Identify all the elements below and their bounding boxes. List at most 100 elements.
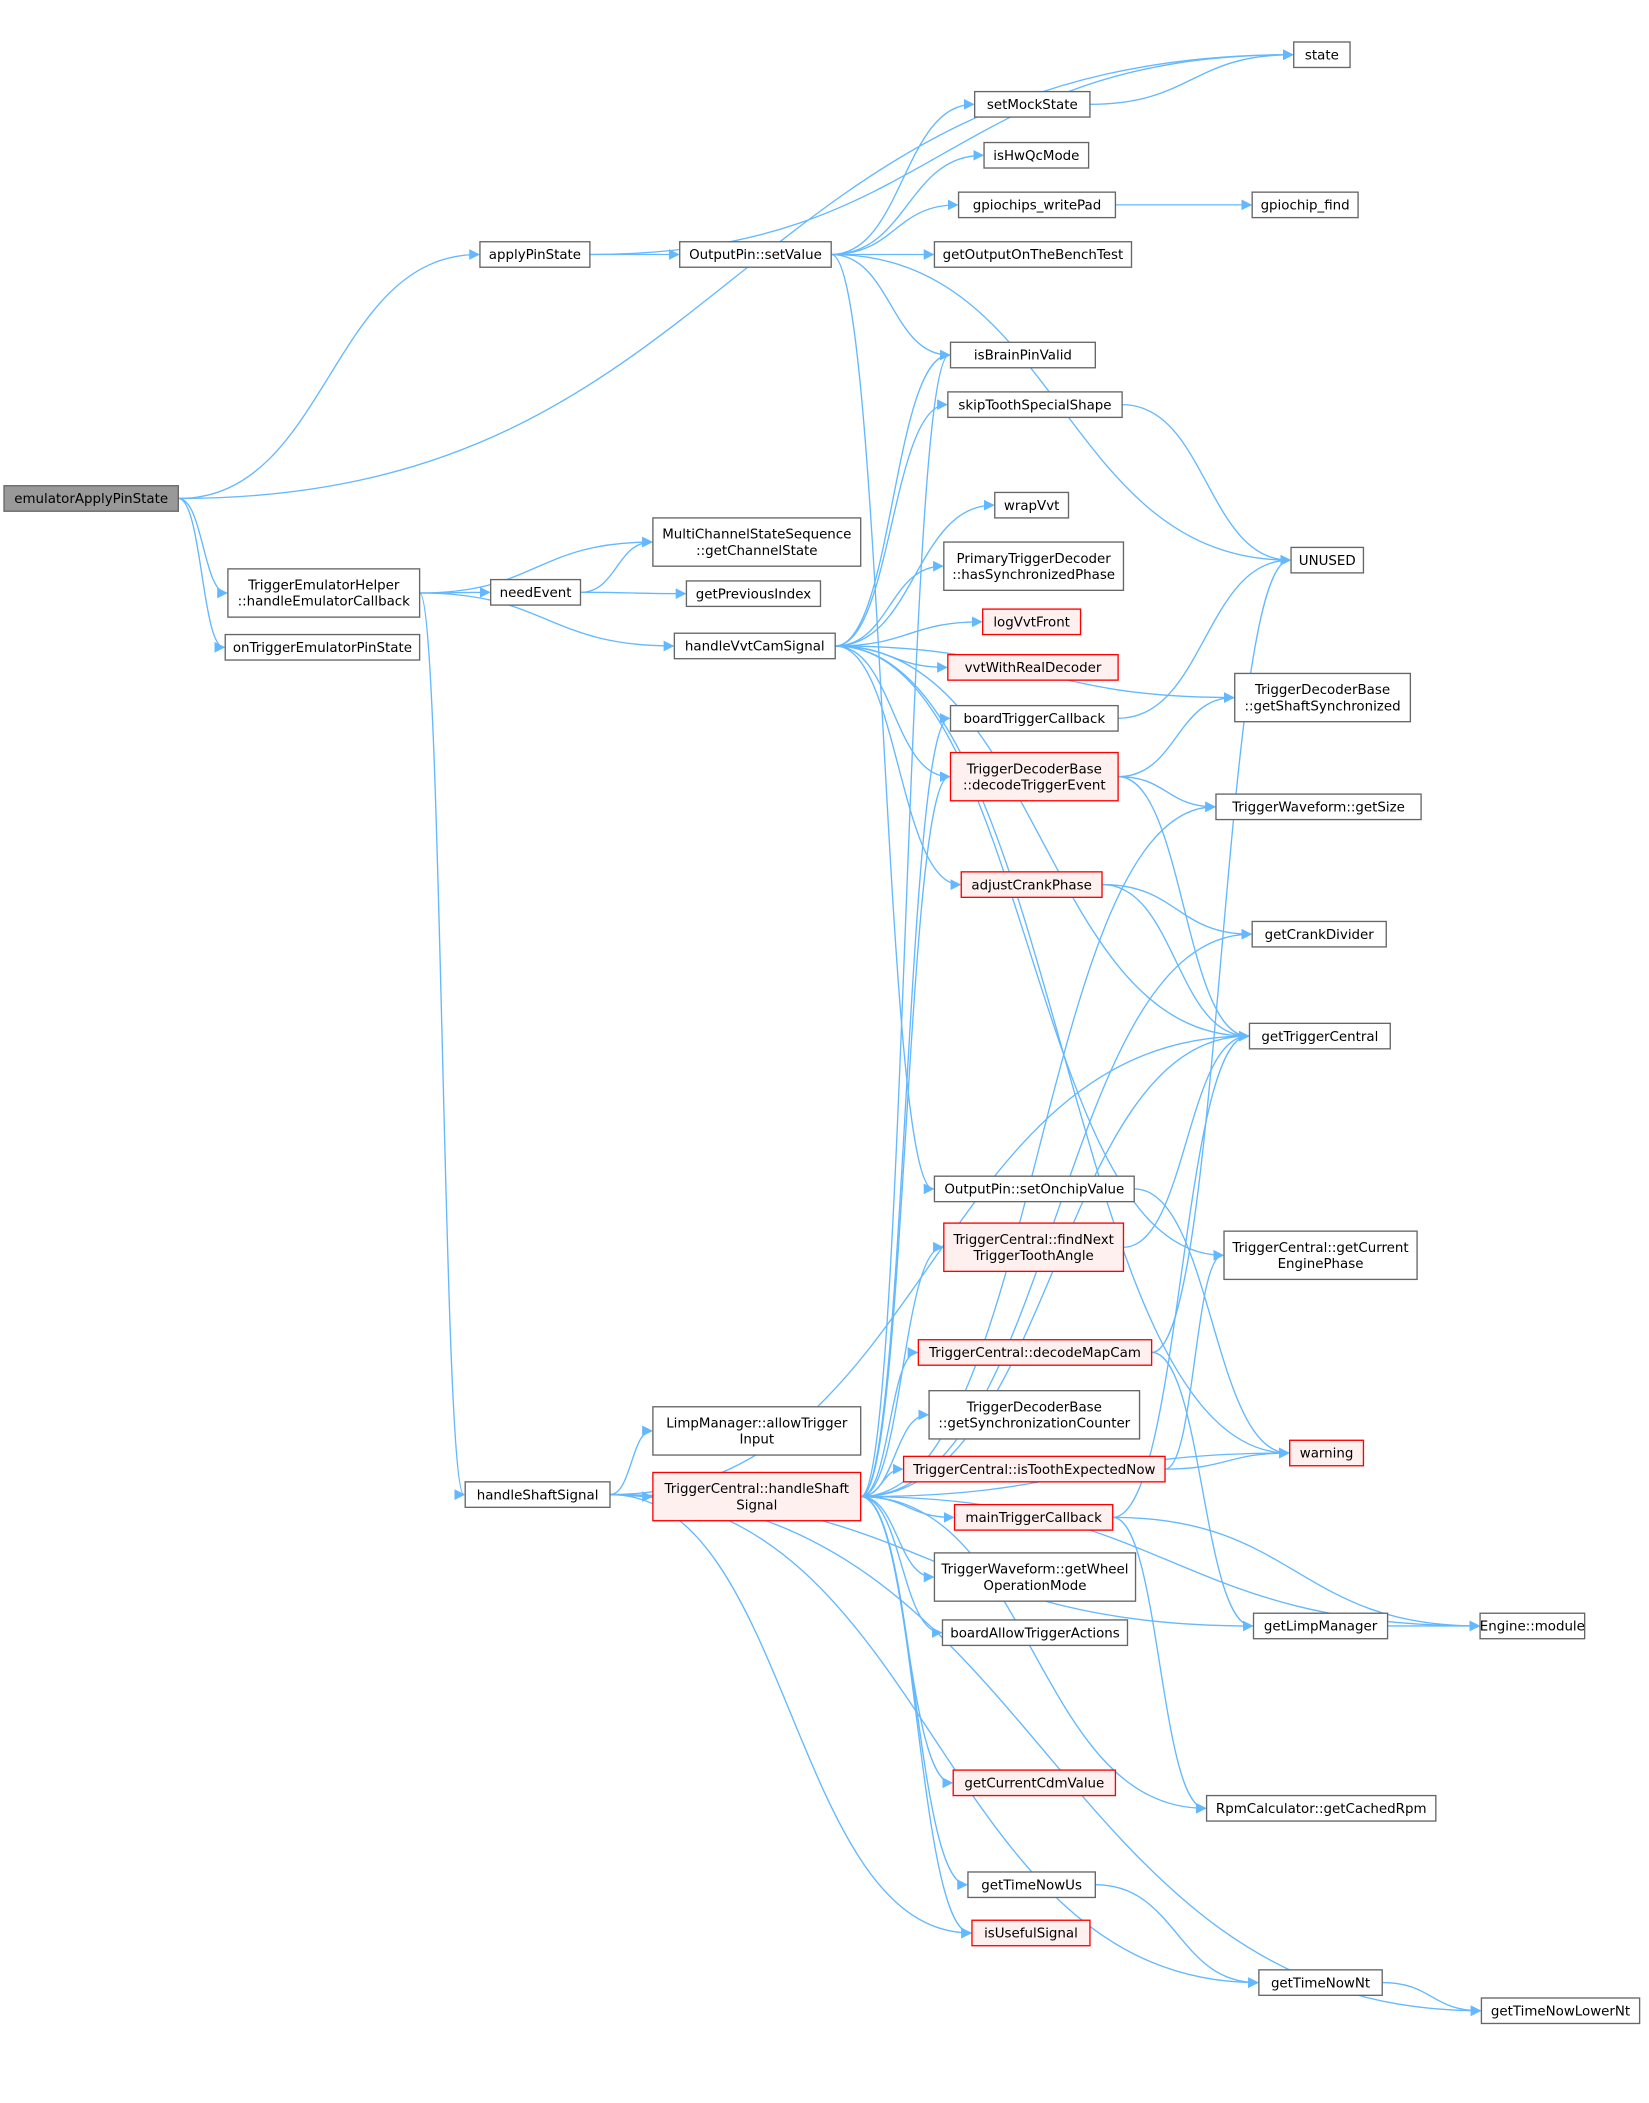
edge-mapCam-unused xyxy=(1151,554,1292,1354)
node-toothExp[interactable]: TriggerCentral::isToothExpectedNow xyxy=(902,1455,1166,1483)
edge-mainTrig-engModule xyxy=(1112,1516,1481,1632)
node-timeLower[interactable]: getTimeNowLowerNt xyxy=(1480,1997,1641,2025)
edge-vvtCam-logVvt xyxy=(835,616,983,647)
edge-teh-chanState xyxy=(419,536,653,594)
node-mapCam[interactable]: TriggerCentral::decodeMapCam xyxy=(917,1339,1153,1366)
node-box xyxy=(1251,920,1387,948)
node-onchip[interactable]: OutputPin::setOnchipValue xyxy=(933,1175,1135,1203)
node-boardTrig[interactable]: boardTriggerCallback xyxy=(949,704,1119,732)
node-mainTrig[interactable]: mainTriggerCallback xyxy=(953,1503,1114,1531)
node-box xyxy=(983,141,1090,169)
edge-emu-onTE xyxy=(178,497,226,653)
node-box xyxy=(224,633,421,661)
node-gpioWrite[interactable]: gpiochips_writePad xyxy=(957,191,1117,219)
edge-decodeTrig-shaftSync xyxy=(1118,692,1235,778)
node-chanState[interactable]: MultiChannelStateSequence::getChannelSta… xyxy=(652,517,862,567)
node-vvtCam[interactable]: handleVvtCamSignal xyxy=(673,632,836,660)
node-warning[interactable]: warning xyxy=(1289,1439,1365,1467)
edges-layer xyxy=(178,49,1482,2017)
node-brainPin[interactable]: isBrainPinValid xyxy=(949,341,1096,369)
node-label: warning xyxy=(1300,1447,1354,1462)
node-label: vvtWithRealDecoder xyxy=(965,661,1102,676)
node-label: TriggerDecoderBase xyxy=(966,762,1102,777)
node-engModule[interactable]: Engine::module xyxy=(1479,1612,1586,1640)
node-isHwQc[interactable]: isHwQcMode xyxy=(983,141,1090,169)
edge-vvtCam-enginePhase xyxy=(835,645,1225,1261)
edge-shaft-limpAllow xyxy=(609,1425,653,1496)
node-shaft[interactable]: handleShaftSignal xyxy=(464,1481,611,1508)
node-box xyxy=(917,1339,1153,1366)
node-emu[interactable]: emulatorApplyPinState xyxy=(3,485,179,512)
edge-adjCrank-crankDiv xyxy=(1102,883,1253,940)
node-setValue[interactable]: OutputPin::setValue xyxy=(679,241,832,268)
node-needEvent[interactable]: needEvent xyxy=(490,578,582,606)
edge-tcShaft-decodeTrig xyxy=(860,771,951,1498)
node-timeUs[interactable]: getTimeNowUs xyxy=(967,1871,1096,1899)
node-timeNt[interactable]: getTimeNowNt xyxy=(1258,1969,1383,1996)
node-trigCentral[interactable]: getTriggerCentral xyxy=(1248,1022,1391,1050)
edge-tcShaft-boardAllow xyxy=(860,1495,943,1639)
node-limpMgr[interactable]: getLimpManager xyxy=(1252,1612,1389,1640)
node-getSize[interactable]: TriggerWaveform::getSize xyxy=(1215,793,1422,821)
node-unused[interactable]: UNUSED xyxy=(1290,546,1365,574)
node-box xyxy=(947,653,1119,681)
node-box xyxy=(971,1919,1091,1947)
node-label: ::getChannelState xyxy=(696,544,817,559)
node-label: handleShaftSignal xyxy=(477,1488,599,1503)
edge-tcShaft-useful xyxy=(860,1495,972,1939)
node-label: mainTriggerCallback xyxy=(965,1511,1102,1526)
node-label: TriggerCentral::handleShaft xyxy=(664,1482,850,1497)
node-cdm[interactable]: getCurrentCdmValue xyxy=(952,1769,1117,1797)
node-box xyxy=(953,1503,1114,1531)
node-box xyxy=(973,90,1091,118)
node-prevIdx[interactable]: getPreviousIndex xyxy=(685,580,822,608)
node-shaftSync[interactable]: TriggerDecoderBase::getShaftSynchronized xyxy=(1234,672,1412,723)
node-box xyxy=(1258,1969,1383,1996)
node-teh[interactable]: TriggerEmulatorHelper::handleEmulatorCal… xyxy=(227,568,421,618)
node-label: OperationMode xyxy=(983,1579,1086,1594)
node-bench[interactable]: getOutputOnTheBenchTest xyxy=(933,241,1133,268)
node-rpm[interactable]: RpmCalculator::getCachedRpm xyxy=(1205,1794,1437,1822)
node-tcShaft[interactable]: TriggerCentral::handleShaftSignal xyxy=(652,1471,862,1522)
edge-shaft-trigCentral xyxy=(609,1030,1250,1496)
node-skipTooth[interactable]: skipToothSpecialShape xyxy=(947,391,1123,419)
node-gpioFind[interactable]: gpiochip_find xyxy=(1251,191,1359,219)
edge-timeNt-timeLower xyxy=(1382,1981,1482,2017)
node-useful[interactable]: isUsefulSignal xyxy=(971,1919,1091,1947)
node-label: applyPinState xyxy=(489,248,581,263)
edge-emu-apply xyxy=(178,249,480,500)
node-label: getPreviousIndex xyxy=(696,587,812,602)
node-vvtReal[interactable]: vvtWithRealDecoder xyxy=(947,653,1119,681)
node-label: TriggerCentral::decodeMapCam xyxy=(928,1346,1141,1361)
node-setMock[interactable]: setMockState xyxy=(973,90,1091,118)
node-label: boardAllowTriggerActions xyxy=(950,1626,1120,1641)
node-box xyxy=(967,1871,1096,1899)
node-box xyxy=(490,578,582,606)
node-boardAllow[interactable]: boardAllowTriggerActions xyxy=(941,1619,1129,1647)
node-wrapVvt[interactable]: wrapVvt xyxy=(994,491,1070,519)
node-logVvt[interactable]: logVvtFront xyxy=(982,608,1082,636)
node-label: TriggerCentral::isToothExpectedNow xyxy=(912,1463,1155,1478)
edge-emu-teh xyxy=(178,497,228,599)
node-crankDiv[interactable]: getCrankDivider xyxy=(1251,920,1387,948)
node-label: EnginePhase xyxy=(1278,1257,1364,1272)
node-onTE[interactable]: onTriggerEmulatorPinState xyxy=(224,633,421,661)
node-box xyxy=(947,391,1123,419)
node-findNext[interactable]: TriggerCentral::findNextTriggerToothAngl… xyxy=(943,1222,1125,1273)
node-label: skipToothSpecialShape xyxy=(958,398,1111,413)
node-adjCrank[interactable]: adjustCrankPhase xyxy=(960,871,1103,898)
node-decodeTrig[interactable]: TriggerDecoderBase::decodeTriggerEvent xyxy=(949,751,1119,802)
node-label: isHwQcMode xyxy=(993,149,1079,164)
node-label: getOutputOnTheBenchTest xyxy=(943,248,1124,263)
node-state[interactable]: state xyxy=(1293,41,1351,69)
edge-needEvent-chanState xyxy=(580,536,653,593)
node-hasSync[interactable]: PrimaryTriggerDecoder::hasSynchronizedPh… xyxy=(943,541,1125,591)
edge-setValue-brainPin xyxy=(831,253,951,361)
node-syncCounter[interactable]: TriggerDecoderBase::getSynchronizationCo… xyxy=(928,1390,1141,1440)
node-label: getTimeNowUs xyxy=(981,1878,1082,1893)
node-apply[interactable]: applyPinState xyxy=(479,241,591,268)
